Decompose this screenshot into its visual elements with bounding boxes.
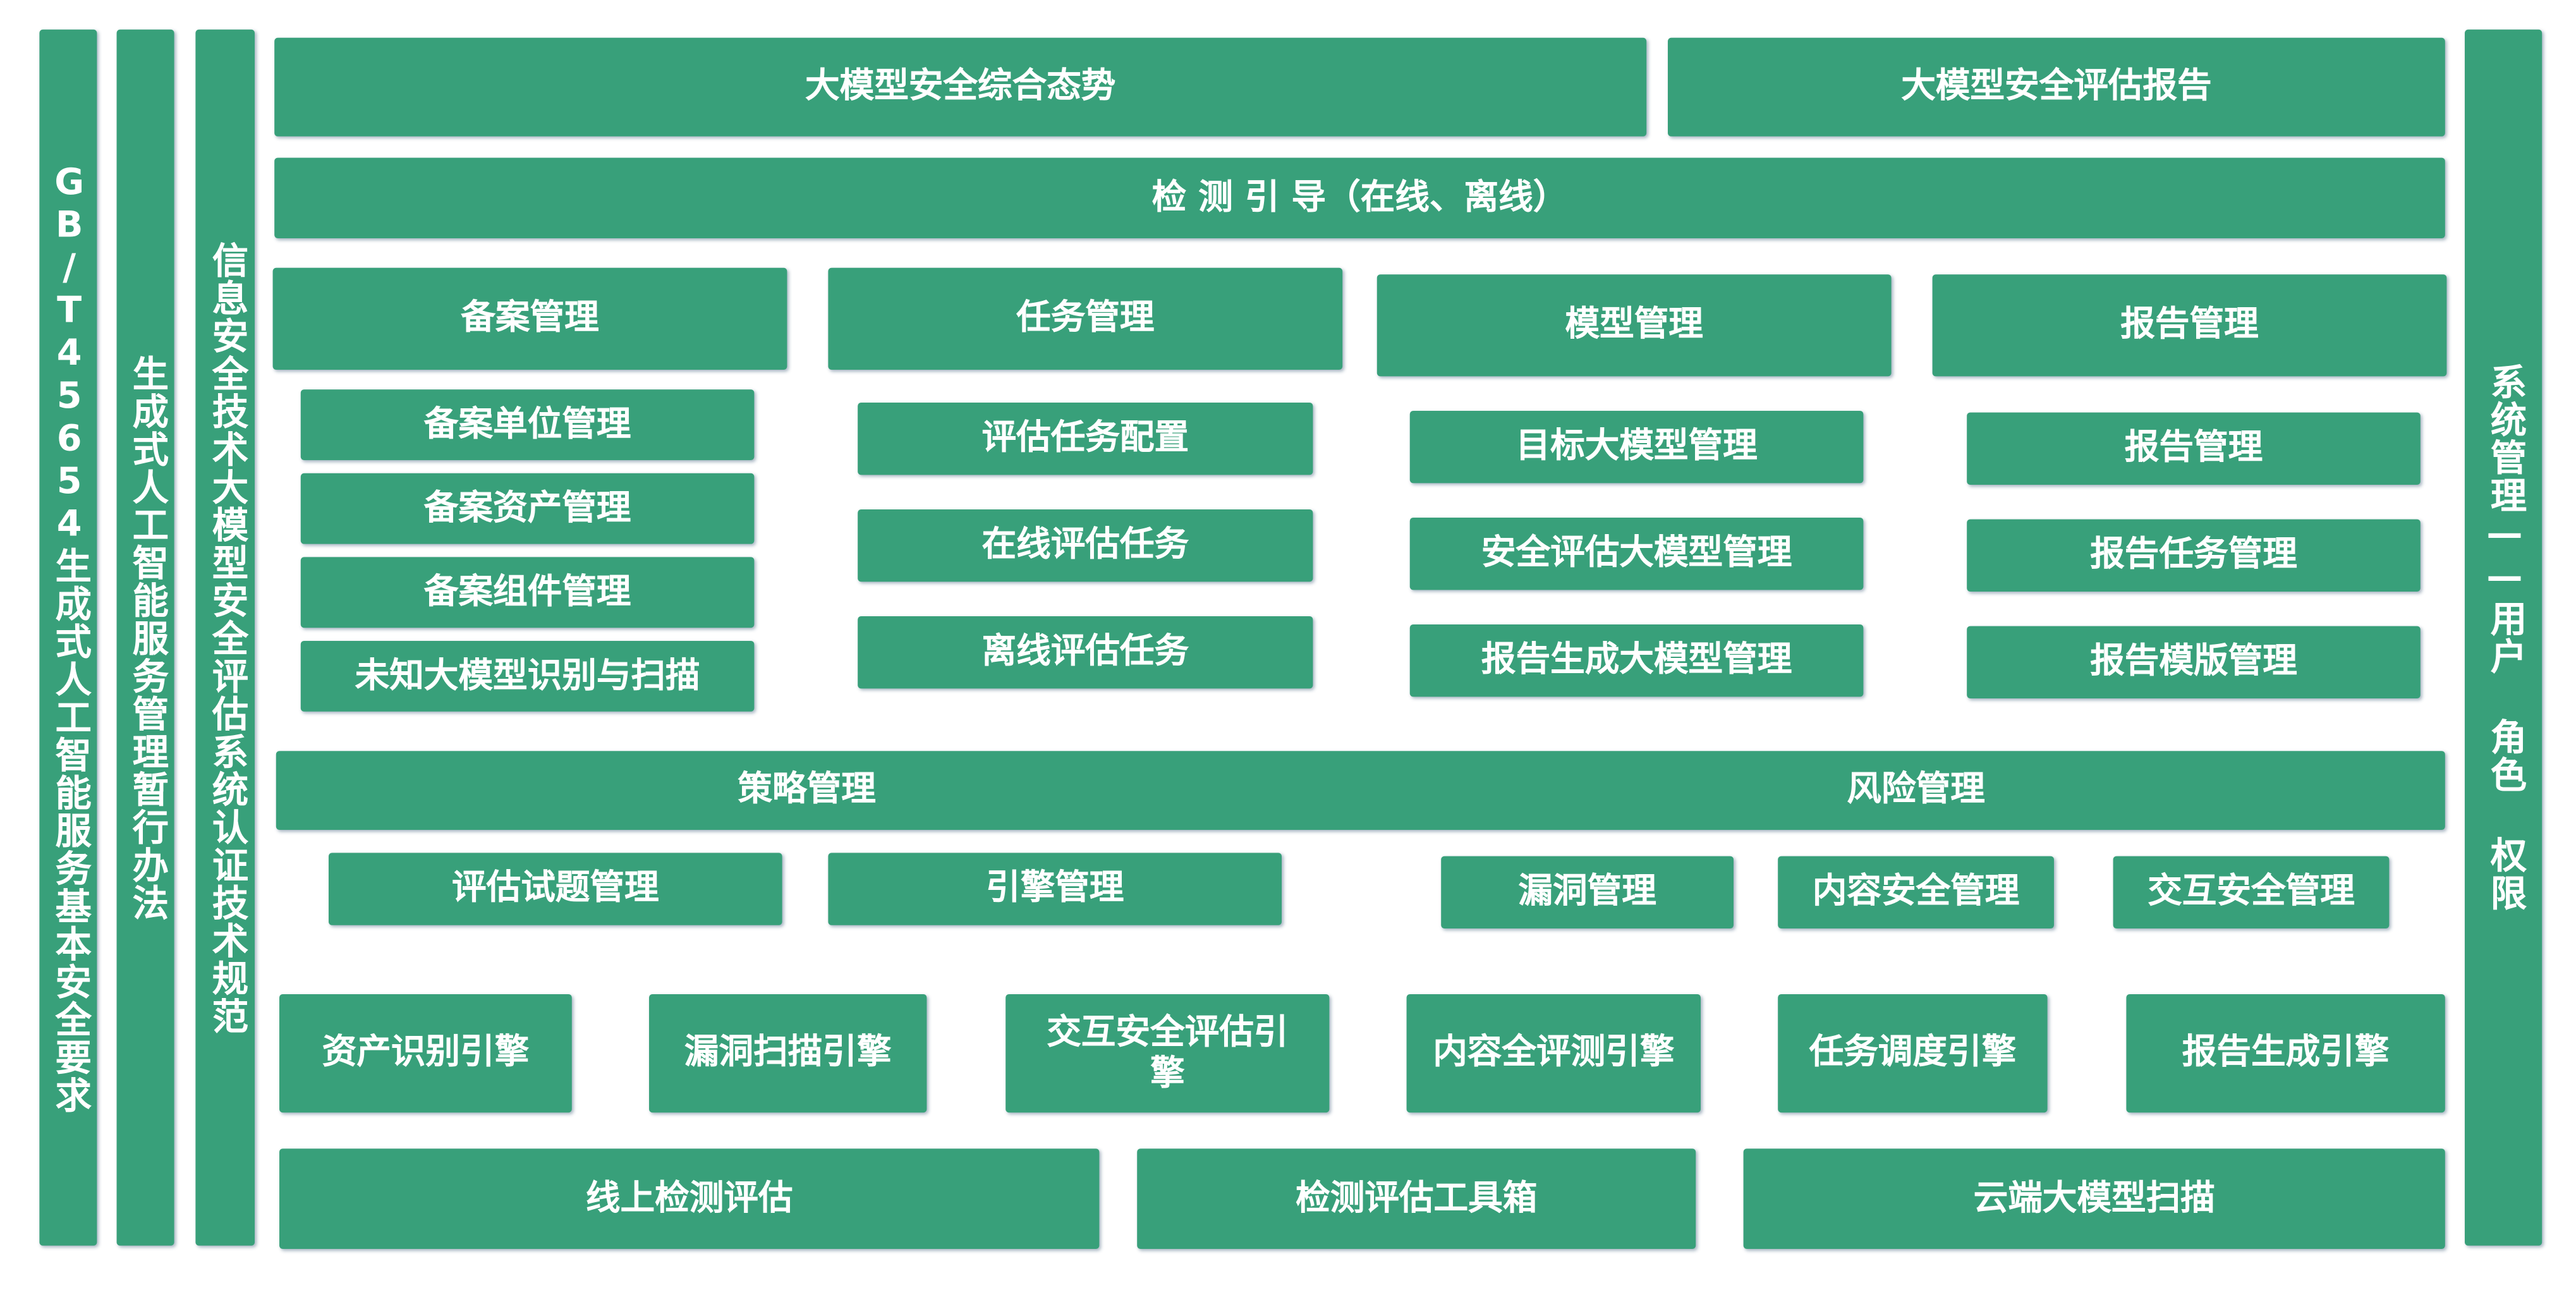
- engine: 交互安全评估引擎: [1005, 994, 1330, 1113]
- engine: 报告生成引擎: [2126, 994, 2445, 1113]
- engine: 资产识别引擎: [279, 994, 572, 1113]
- engine: 内容全评测引擎: [1406, 994, 1701, 1113]
- strategy-risk-bar: 策略管理 风险管理: [276, 751, 2445, 830]
- filing-item: 未知大模型识别与扫描: [300, 640, 755, 712]
- filing-item: 备案单位管理: [300, 389, 755, 460]
- detection-toolbox: 检测评估工具箱: [1137, 1148, 1696, 1249]
- filing-item: 备案组件管理: [300, 557, 755, 628]
- system-management: 系统管理——用户 角色 权限: [2464, 29, 2543, 1246]
- model-item: 目标大模型管理: [1409, 411, 1864, 484]
- report-item: 报告管理: [1967, 412, 2421, 485]
- standard-gbt45654: GB/T45654生成式人工智能服务基本安全要求: [39, 29, 97, 1246]
- security-report: 大模型安全评估报告: [1668, 37, 2445, 137]
- filing-item: 备案资产管理: [300, 473, 755, 544]
- section-task: 任务管理: [828, 267, 1343, 370]
- online-detection: 线上检测评估: [279, 1148, 1100, 1249]
- cloud-model-scan: 云端大模型扫描: [1743, 1148, 2445, 1249]
- risk-item: 交互安全管理: [2113, 856, 2390, 928]
- detection-guide: 检 测 引 导（在线、离线）: [274, 157, 2445, 238]
- security-overview: 大模型安全综合态势: [274, 37, 1647, 137]
- risk-item: 漏洞管理: [1441, 856, 1734, 928]
- risk-title: 风险管理: [1847, 769, 1985, 810]
- strategy-title: 策略管理: [738, 769, 876, 810]
- task-item: 在线评估任务: [858, 509, 1313, 582]
- report-item: 报告任务管理: [1967, 519, 2421, 592]
- section-report: 报告管理: [1932, 274, 2447, 377]
- standard-tech-spec: 信息安全技术大模型安全评估系统认证技术规范: [195, 29, 255, 1246]
- engine: 任务调度引擎: [1778, 994, 2048, 1113]
- task-item: 离线评估任务: [858, 616, 1313, 689]
- section-model: 模型管理: [1376, 274, 1892, 377]
- section-filing: 备案管理: [272, 267, 787, 370]
- strategy-item: 评估试题管理: [329, 853, 782, 925]
- engine: 漏洞扫描引擎: [649, 994, 927, 1113]
- standard-interim-measures: 生成式人工智能服务管理暂行办法: [116, 29, 174, 1246]
- model-item: 安全评估大模型管理: [1409, 518, 1864, 590]
- report-item: 报告模版管理: [1967, 626, 2421, 698]
- task-item: 评估任务配置: [858, 403, 1313, 475]
- strategy-item: 引擎管理: [828, 853, 1282, 925]
- risk-item: 内容安全管理: [1778, 856, 2054, 928]
- model-item: 报告生成大模型管理: [1409, 624, 1864, 697]
